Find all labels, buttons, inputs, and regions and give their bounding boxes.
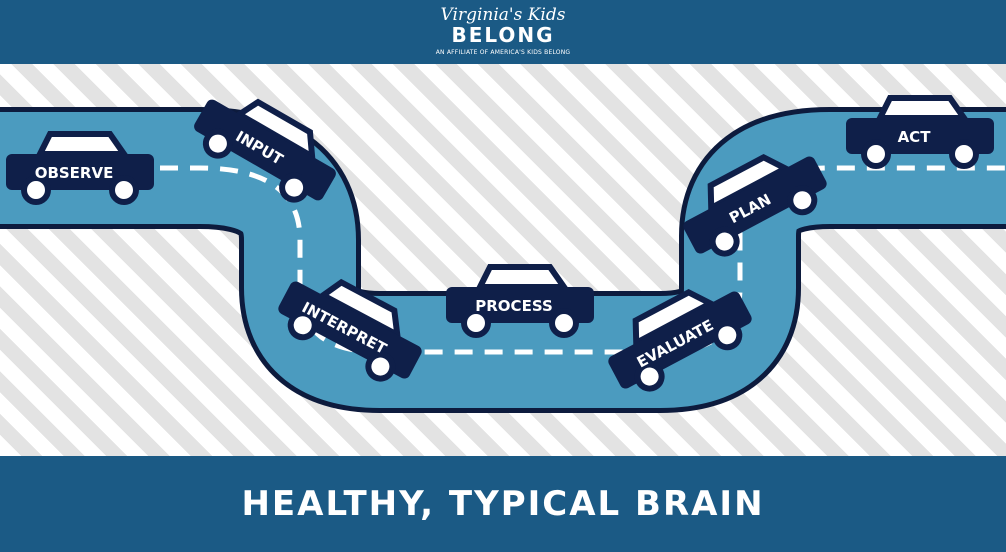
car-wheel	[634, 361, 665, 392]
road-diagram: OBSERVE INPUT INTERPRET	[0, 95, 1006, 413]
car-label-act: ACT	[898, 128, 932, 146]
car-wheel	[709, 226, 740, 257]
car-observe: OBSERVE	[6, 131, 154, 205]
car-plan: PLAN	[683, 153, 827, 257]
car-label-process: PROCESS	[475, 297, 552, 315]
car-input: INPUT	[194, 98, 336, 203]
car-evaluate: EVALUATE	[608, 288, 752, 392]
car-process: PROCESS	[446, 264, 594, 338]
road-surface	[0, 112, 1006, 408]
header-bar: Virginia's Kids BELONG AN AFFILIATE OF A…	[0, 0, 1006, 64]
logo-subtitle: AN AFFILIATE OF AMERICA'S KIDS BELONG	[435, 49, 571, 56]
car-label-observe: OBSERVE	[35, 164, 114, 182]
car-wheel	[21, 175, 51, 205]
car-cabin	[875, 95, 970, 121]
logo-wordmark: BELONG	[451, 23, 555, 47]
car-wheel	[461, 308, 491, 338]
car-wheel	[365, 351, 396, 382]
car-act: ACT	[846, 95, 994, 169]
footer-title: HEALTHY, TYPICAL BRAIN	[241, 484, 765, 524]
road-scene: OBSERVE INPUT INTERPRET	[0, 64, 1006, 456]
car-cabin	[475, 264, 570, 290]
car-wheel	[787, 185, 818, 216]
car-wheel	[549, 308, 579, 338]
footer-bar: HEALTHY, TYPICAL BRAIN	[0, 456, 1006, 552]
car-wheel	[861, 139, 891, 169]
car-wheel	[949, 139, 979, 169]
car-wheel	[279, 172, 310, 203]
car-cabin	[233, 98, 316, 162]
car-wheel	[712, 320, 743, 351]
car-cabin	[35, 131, 130, 157]
car-wheel	[109, 175, 139, 205]
car-wheel	[287, 310, 318, 341]
logo-script-text: Virginia's Kids	[440, 5, 566, 25]
car-wheel	[202, 128, 233, 159]
